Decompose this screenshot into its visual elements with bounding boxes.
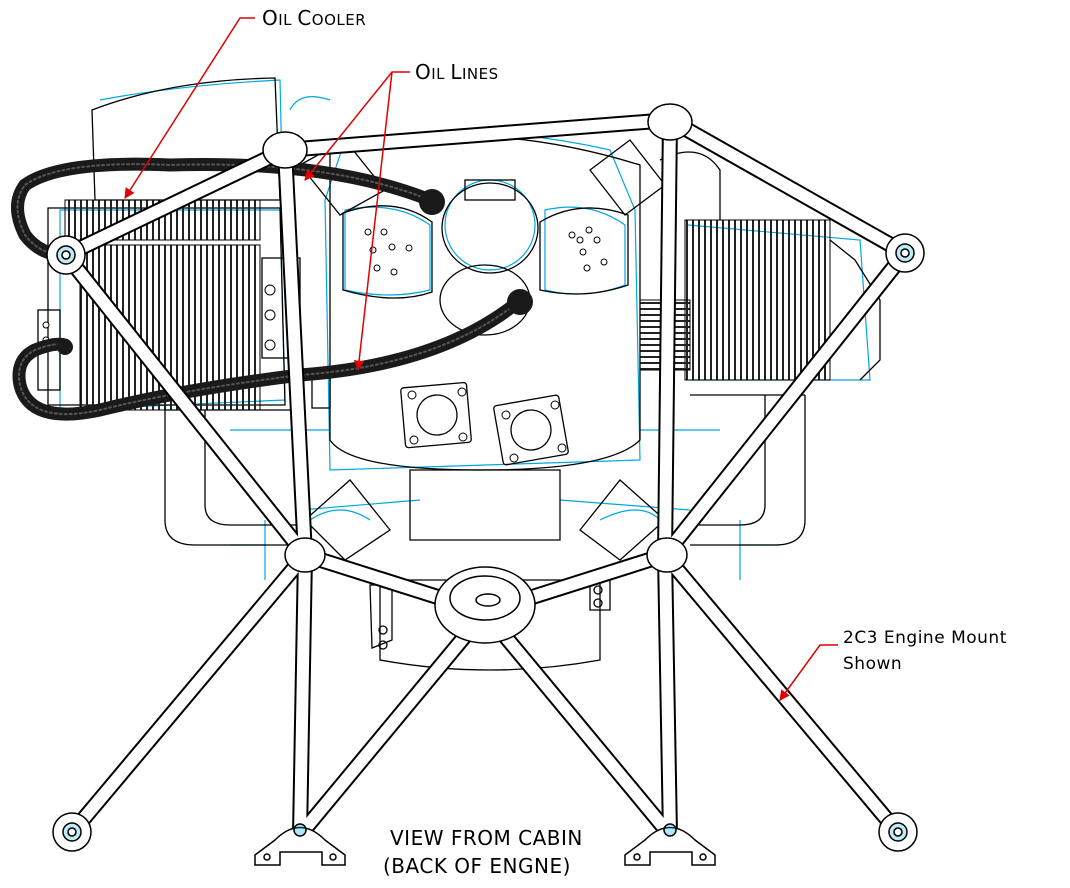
- engine-mount: [58, 112, 913, 843]
- engine-mount-label-line1: 2C3 Engine Mount: [843, 628, 1007, 648]
- oil-cooler-label: OIL COOLER: [262, 6, 366, 30]
- engine-mount-label-line2: Shown: [843, 654, 903, 674]
- oil-cooler-label-ooler: OOLER: [311, 11, 367, 29]
- cylinder-holes: [42, 226, 608, 463]
- view-caption-line2: (BACK OF ENGNE): [383, 854, 571, 878]
- oil-cooler-label-o: O: [262, 6, 279, 30]
- oil-lines-label: OIL LINES: [415, 60, 499, 84]
- mount-joints: [262, 103, 693, 644]
- oil-lines-label-l: L: [450, 60, 462, 84]
- oil-lines-label-o: O: [415, 60, 432, 84]
- rod-end-bushings: [46, 233, 925, 852]
- oil-lines-label-ines: INES: [461, 65, 499, 83]
- oil-cooler-label-il: IL: [278, 11, 293, 29]
- cooling-fins: [64, 199, 831, 411]
- view-caption-line1: VIEW FROM CABIN: [390, 826, 583, 850]
- oil-lines-label-il: IL: [431, 65, 446, 83]
- leader-lines: [124, 17, 838, 701]
- mount-feet: [254, 823, 716, 866]
- oil-hoses: [11, 157, 525, 421]
- oil-cooler-label-c: C: [297, 6, 312, 30]
